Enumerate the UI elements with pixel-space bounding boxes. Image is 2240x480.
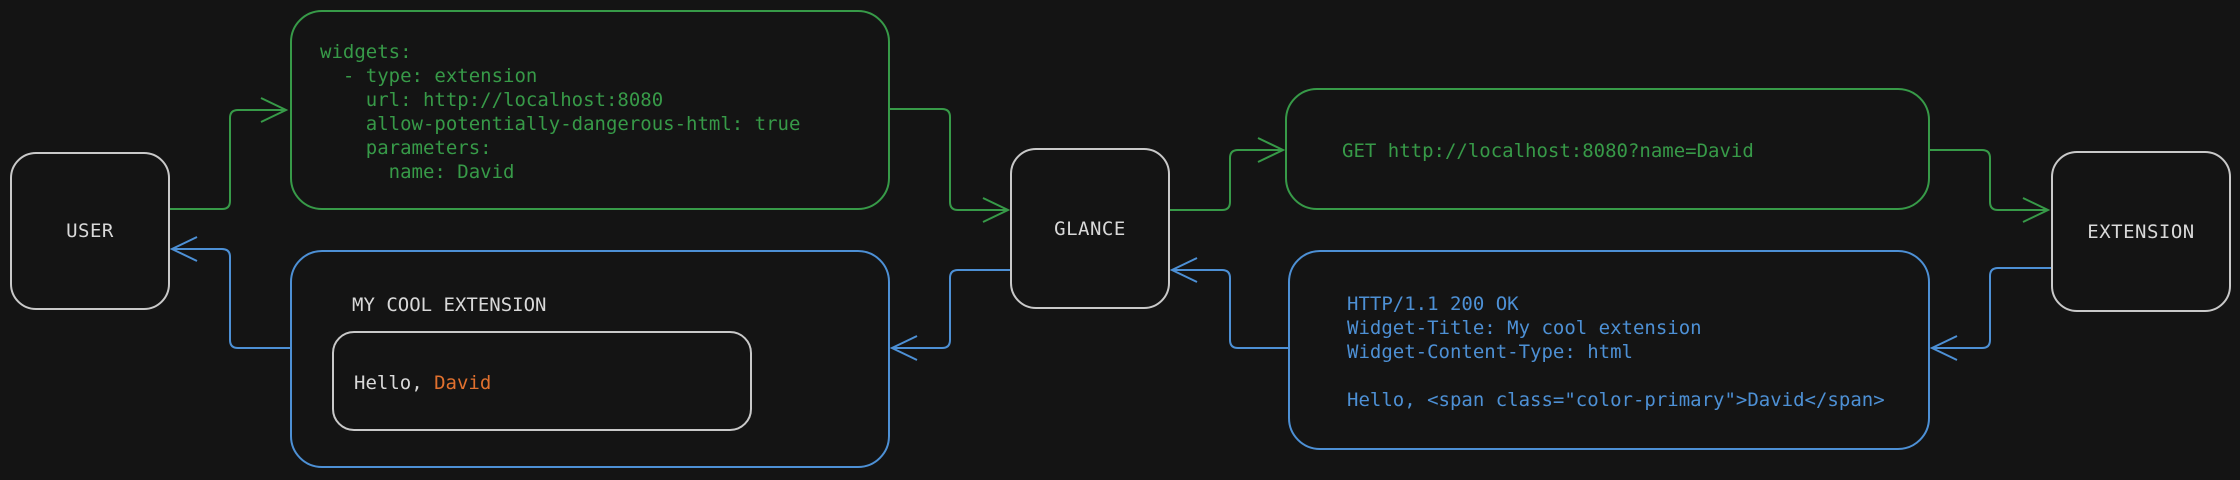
- widget-rendered-frame: Hello, David: [332, 331, 752, 431]
- widget-preview-box: MY COOL EXTENSION Hello, David: [290, 250, 890, 468]
- connector-widget-to-user: [174, 248, 290, 349]
- greeting-prefix: Hello,: [354, 372, 435, 394]
- extension-node-label: EXTENSION: [2087, 220, 2195, 243]
- connector-request-to-extension: [1930, 149, 2046, 211]
- extension-node: EXTENSION: [2051, 151, 2231, 312]
- arrowhead-icon: [1257, 137, 1286, 163]
- arrowhead-icon: [2022, 197, 2051, 223]
- arrowhead-icon: [1929, 335, 1958, 361]
- connector-response-to-glance: [1174, 269, 1288, 349]
- config-yaml-code: widgets: - type: extension url: http://l…: [320, 41, 801, 183]
- connector-glance-to-widget: [894, 269, 1010, 349]
- connector-glance-to-request: [1170, 149, 1281, 211]
- arrowhead-icon: [889, 335, 918, 361]
- connector-extension-to-response: [1934, 267, 2051, 349]
- http-request-box: GET http://localhost:8080?name=David: [1285, 88, 1930, 210]
- user-node: USER: [10, 152, 170, 310]
- http-request-line: GET http://localhost:8080?name=David: [1342, 140, 1754, 162]
- arrowhead-icon: [982, 197, 1011, 223]
- user-node-label: USER: [66, 220, 114, 242]
- arrowhead-icon: [260, 97, 289, 123]
- arrowhead-icon: [169, 236, 198, 262]
- arrowhead-icon: [1169, 257, 1198, 283]
- config-yaml-box: widgets: - type: extension url: http://l…: [290, 10, 890, 210]
- widget-title: MY COOL EXTENSION: [352, 294, 547, 316]
- glance-node: GLANCE: [1010, 148, 1170, 309]
- greeting-name: David: [434, 372, 492, 394]
- widget-greeting: Hello, David: [354, 371, 491, 395]
- connector-config-to-glance: [890, 108, 1006, 211]
- connector-user-to-config: [170, 109, 284, 210]
- glance-node-label: GLANCE: [1054, 217, 1126, 240]
- http-response-box: HTTP/1.1 200 OK Widget-Title: My cool ex…: [1288, 250, 1930, 450]
- http-response-code: HTTP/1.1 200 OK Widget-Title: My cool ex…: [1347, 293, 1885, 411]
